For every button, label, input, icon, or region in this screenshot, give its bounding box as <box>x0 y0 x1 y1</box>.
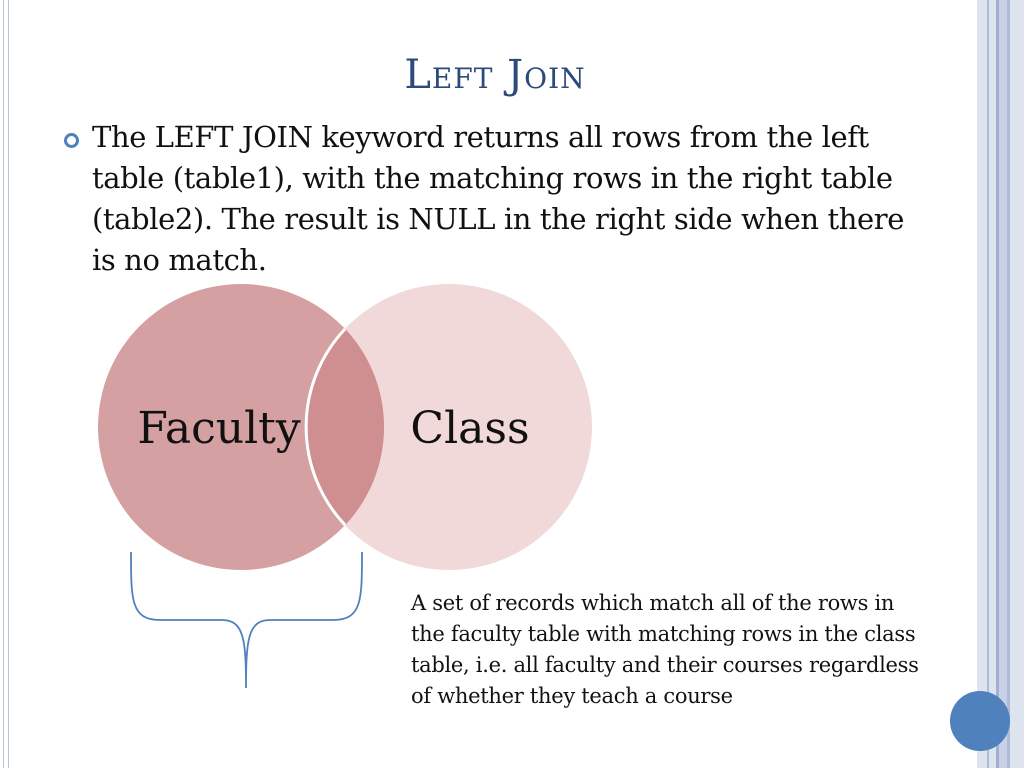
right-decorative-stripes <box>977 0 1024 768</box>
left-border-line <box>8 0 9 768</box>
intersection-outline <box>304 327 347 527</box>
slide-title: Left Join <box>404 52 586 98</box>
left-set-label: Faculty <box>137 403 301 454</box>
slide-nav-circle <box>950 691 1010 751</box>
right-set-label: Class <box>410 403 529 454</box>
left-border-line <box>3 0 4 768</box>
brace-icon <box>130 551 363 689</box>
left-set-circle <box>98 284 384 570</box>
bullet-text: The LEFT JOIN keyword returns all rows f… <box>92 120 905 277</box>
diagram-caption: A set of records which match all of the … <box>411 591 919 708</box>
right-set-circle <box>306 284 592 570</box>
bullet-ring-icon <box>64 133 79 148</box>
